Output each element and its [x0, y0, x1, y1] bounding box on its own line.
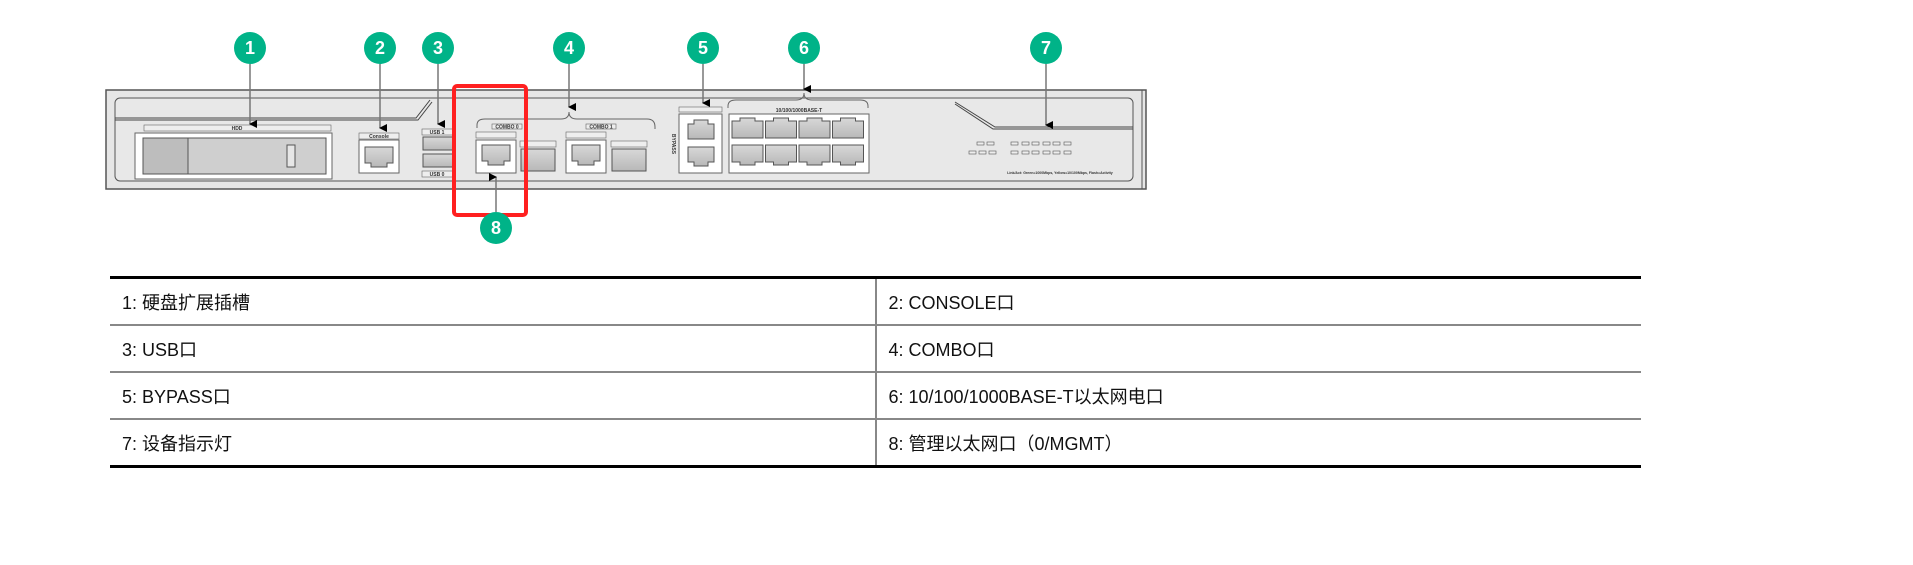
legend-cell: 1: 硬盘扩展插槽	[110, 277, 877, 325]
led-indicator	[978, 150, 987, 155]
led-indicator	[1010, 150, 1019, 155]
callout-number: 1	[245, 38, 255, 58]
led-indicator	[1021, 150, 1030, 155]
table-row: 5: BYPASS口 6: 10/100/1000BASE-T以太网电口	[110, 371, 1641, 419]
callout-6: 6	[788, 32, 820, 64]
table-row: 1: 硬盘扩展插槽 2: CONSOLE口	[110, 277, 1641, 325]
callout-circle	[234, 32, 266, 64]
callout-number: 5	[698, 38, 708, 58]
usb0-label: USB 0	[430, 172, 445, 178]
ethernet-port	[765, 144, 797, 166]
callout-number: 2	[375, 38, 385, 58]
ethernet-port	[765, 117, 797, 139]
led-indicator	[988, 150, 997, 155]
led-indicator	[968, 150, 977, 155]
callout-8: 8	[480, 212, 512, 244]
combo0-ports: COMBO 0	[475, 123, 557, 174]
combo1-ports: COMBO 1	[565, 123, 648, 174]
callout-circle	[553, 32, 585, 64]
callout-number: 3	[433, 38, 443, 58]
ethernet-port	[731, 144, 764, 166]
table-row: 3: USB口 4: COMBO口	[110, 324, 1641, 372]
legend-cell: 2: CONSOLE口	[888, 292, 1015, 313]
ethernet-port	[731, 117, 764, 139]
legend-cell: 5: BYPASS口	[110, 371, 877, 419]
usb1-label: USB 1	[430, 130, 445, 136]
callout-circle	[422, 32, 454, 64]
callout-7: 7	[1030, 32, 1062, 64]
callout-1: 1	[234, 32, 266, 64]
ports-brace	[727, 92, 869, 108]
callout-leaders	[249, 64, 1053, 212]
led-indicator	[1021, 141, 1030, 146]
led-indicator	[976, 141, 985, 146]
callout-circle	[687, 32, 719, 64]
combo1-label: COMBO 1	[589, 125, 613, 131]
ethernet-ports	[728, 113, 870, 174]
callout-circle	[788, 32, 820, 64]
led-indicator	[1052, 141, 1061, 146]
callout-circle	[1030, 32, 1062, 64]
ethernet-port	[798, 144, 831, 166]
led-indicator	[986, 141, 995, 146]
legend-cell: 3: USB口	[110, 324, 877, 372]
ports-title: 10/100/1000BASE-T	[776, 108, 822, 114]
led-indicator	[1042, 150, 1051, 155]
led-indicator	[1052, 150, 1061, 155]
callout-number: 8	[491, 218, 501, 238]
callout-number: 4	[564, 38, 574, 58]
ethernet-port	[832, 144, 864, 166]
ethernet-port	[832, 117, 864, 139]
legend-cell: 4: COMBO口	[875, 324, 1641, 372]
usb-ports: USB 1 USB 0	[421, 128, 454, 178]
device-front-panel-diagram: HDD Console USB 1 USB 0 COMBO 0 COMBO 1	[105, 32, 1147, 244]
table-row: 7: 设备指示灯 8: 管理以太网口（0/MGMT）	[110, 418, 1641, 467]
led-indicator	[1010, 141, 1019, 146]
console-port: Console	[358, 132, 400, 174]
bypass-label: BYPASS	[670, 134, 676, 155]
legend-cell: 8: 管理以太网口（0/MGMT）	[875, 418, 1641, 467]
callout-4: 4	[553, 32, 585, 64]
led-indicator	[1063, 141, 1072, 146]
status-leds	[968, 141, 1072, 155]
callout-number: 7	[1041, 38, 1051, 58]
ethernet-port	[798, 117, 831, 139]
legend-cell: 7: 设备指示灯	[110, 418, 877, 467]
callout-2: 2	[364, 32, 396, 64]
legend-cell: 6: 10/100/1000BASE-T以太网电口	[875, 371, 1641, 419]
led-caption: Link/Act: Green=1000Mbps, Yellow=10/100M…	[1007, 171, 1113, 175]
callout-circle	[480, 212, 512, 244]
combo0-label: COMBO 0	[495, 125, 519, 131]
combo-brace	[476, 111, 656, 129]
callout-5: 5	[687, 32, 719, 64]
callout-circle	[364, 32, 396, 64]
legend-table: 1: 硬盘扩展插槽 2: CONSOLE口 3: USB口 4: COMBO口 …	[110, 276, 1641, 468]
led-indicator	[1063, 150, 1072, 155]
callout-3: 3	[422, 32, 454, 64]
callout-number: 6	[799, 38, 809, 58]
led-indicator	[1042, 141, 1051, 146]
bypass-ports: BYPASS	[670, 106, 723, 174]
hdd-label: HDD	[232, 126, 243, 132]
hdd-slot: HDD	[134, 124, 333, 180]
console-label: Console	[369, 134, 389, 140]
led-indicator	[1031, 141, 1040, 146]
led-indicator	[1031, 150, 1040, 155]
